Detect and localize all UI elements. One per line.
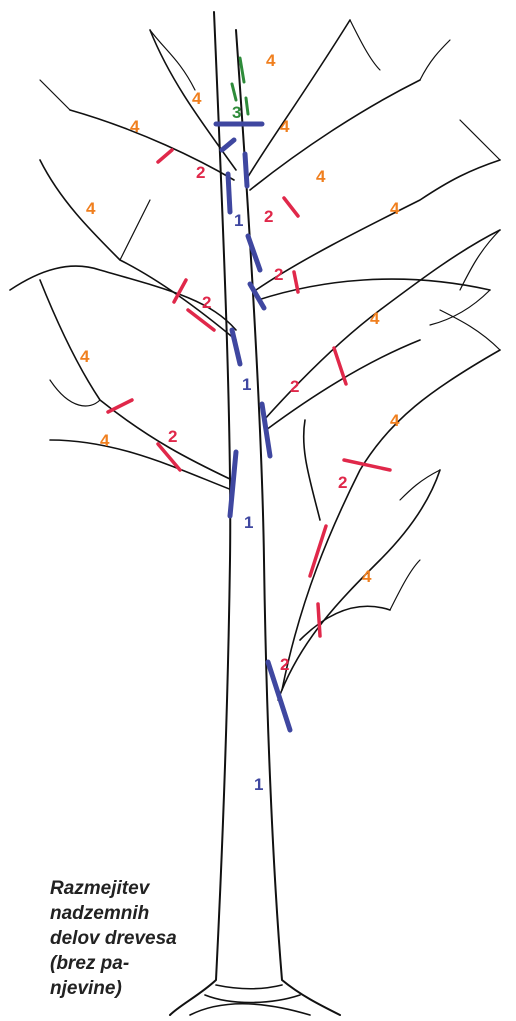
label-twig: 4 bbox=[280, 117, 290, 136]
label-twig: 4 bbox=[390, 199, 400, 218]
branch-marker bbox=[158, 150, 172, 162]
caption-line: (brez pa- bbox=[50, 951, 220, 976]
caption-line: njevine) bbox=[50, 976, 220, 1001]
label-trunk: 1 bbox=[242, 375, 251, 394]
number-labels: 4 4 4 4 4 4 4 4 4 4 4 4 3 2 2 2 2 2 2 2 … bbox=[80, 51, 400, 794]
label-branch: 2 bbox=[168, 427, 177, 446]
label-branch: 2 bbox=[274, 265, 283, 284]
label-twig: 4 bbox=[100, 431, 110, 450]
label-twig: 4 bbox=[362, 567, 372, 586]
label-twig: 4 bbox=[370, 309, 380, 328]
label-trunk: 1 bbox=[254, 775, 263, 794]
label-twig: 4 bbox=[390, 411, 400, 430]
label-twig: 4 bbox=[266, 51, 276, 70]
label-twig: 4 bbox=[80, 347, 90, 366]
trunk-marker bbox=[250, 284, 264, 308]
label-twig: 4 bbox=[86, 199, 96, 218]
label-top: 3 bbox=[232, 103, 241, 122]
branch-marker bbox=[294, 272, 298, 292]
top-marker bbox=[232, 84, 236, 100]
branch-marker bbox=[334, 348, 346, 384]
trunk-marker bbox=[262, 404, 270, 456]
top-marker bbox=[240, 58, 244, 82]
label-twig: 4 bbox=[316, 167, 326, 186]
figure-caption: Razmejitev nadzemnih delov drevesa (brez… bbox=[50, 876, 220, 1001]
label-branch: 2 bbox=[280, 655, 289, 674]
label-trunk: 1 bbox=[234, 211, 243, 230]
trunk-cut-markers bbox=[216, 124, 290, 730]
label-twig: 4 bbox=[192, 89, 202, 108]
trunk-marker bbox=[228, 174, 230, 212]
branch-marker bbox=[318, 604, 320, 636]
caption-line: Razmejitev bbox=[50, 876, 220, 901]
label-trunk: 1 bbox=[244, 513, 253, 532]
trunk-marker bbox=[232, 330, 240, 364]
caption-line: delov drevesa bbox=[50, 926, 220, 951]
label-branch: 2 bbox=[196, 163, 205, 182]
caption-line: nadzemnih bbox=[50, 901, 220, 926]
label-branch: 2 bbox=[202, 293, 211, 312]
label-branch: 2 bbox=[290, 377, 299, 396]
trunk-marker bbox=[245, 154, 247, 186]
label-twig: 4 bbox=[130, 117, 140, 136]
trunk-marker bbox=[222, 140, 234, 150]
label-branch: 2 bbox=[264, 207, 273, 226]
label-branch: 2 bbox=[338, 473, 347, 492]
tree-outline bbox=[10, 12, 500, 1015]
top-marker bbox=[246, 98, 248, 114]
trunk-marker bbox=[230, 452, 236, 516]
branch-marker bbox=[108, 400, 132, 412]
branch-marker bbox=[344, 460, 390, 470]
branch-marker bbox=[284, 198, 298, 216]
